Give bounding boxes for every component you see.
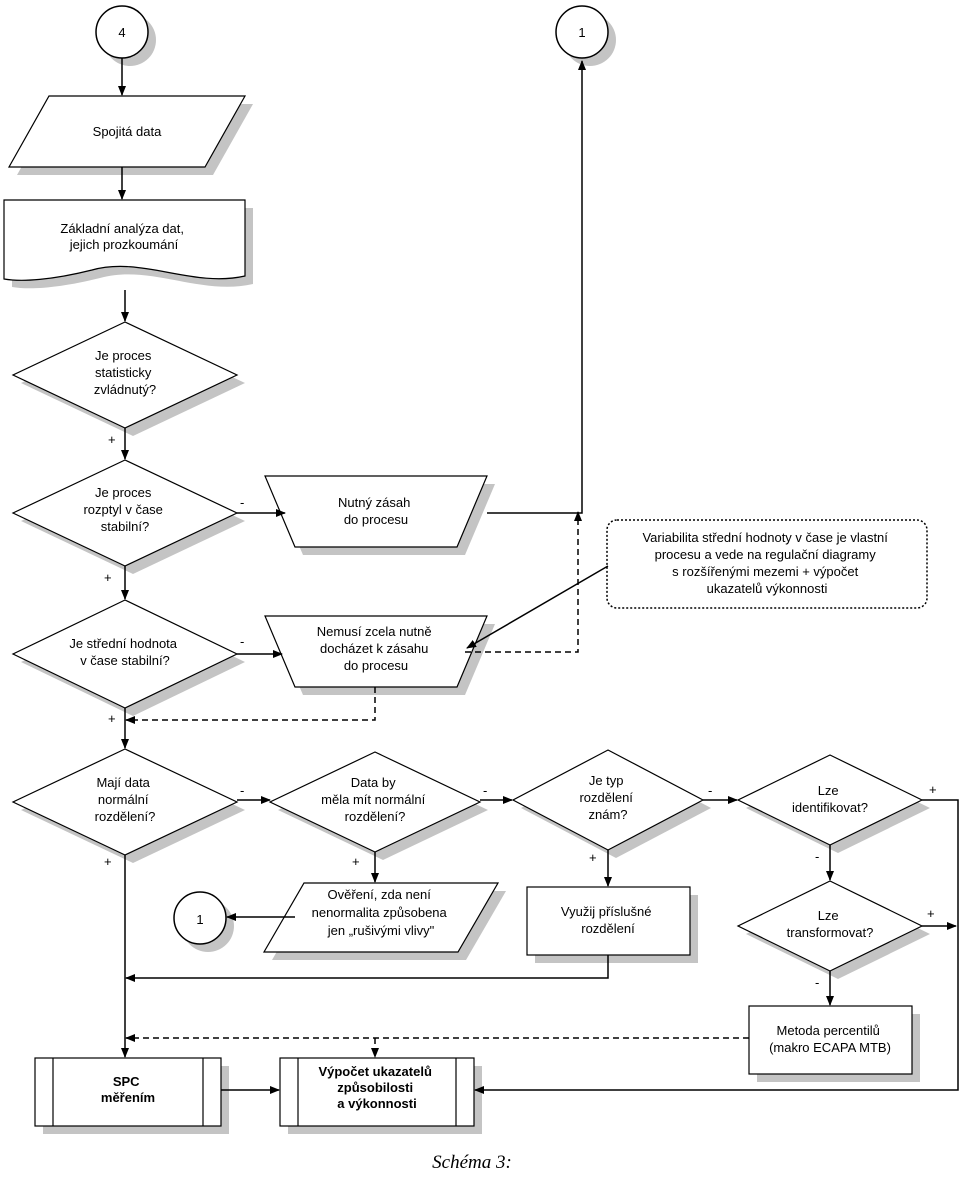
note-variabilita-shape <box>606 519 928 609</box>
node-overeni-shape <box>262 882 500 953</box>
minus-sign: - <box>240 783 244 798</box>
node-nemusi-zasah-shape <box>264 615 488 688</box>
plus-sign: + <box>927 906 935 921</box>
plus-sign: + <box>352 854 360 869</box>
connector-label: 1 <box>578 25 585 40</box>
node-nutny-zasah-shape <box>264 475 488 548</box>
connector-label: 4 <box>118 25 125 40</box>
node-q-typ-znam-label: Je typ rozdělení znám? <box>579 773 636 822</box>
node-spc-shape <box>34 1057 222 1127</box>
plus-sign: + <box>589 850 597 865</box>
node-zakladni-analyza-shape <box>3 199 246 281</box>
node-c1-left: 1 <box>173 891 227 945</box>
node-q-stredni-label: Je střední hodnota v čase stabilní? <box>69 636 180 668</box>
branch-signs: + - + - + - - - + + + + - + - <box>104 432 937 990</box>
node-c1-top: 1 <box>555 5 609 59</box>
node-nemusi-zasah-label: Nemusí zcela nutně docházet k zásahu do … <box>317 624 436 673</box>
node-spojita-data-label: Spojitá data <box>93 124 162 139</box>
caption: Schéma 3: <box>432 1152 512 1173</box>
node-zakladni-analyza-label: Základní analýza dat, jejich prozkoumání <box>60 221 187 252</box>
node-spojita-data-shape <box>7 95 247 168</box>
node-q-zvladnuty-label: Je proces statisticky zvládnutý? <box>94 348 156 397</box>
plus-sign: + <box>108 432 116 447</box>
node-metoda-percentilu-shape <box>748 1005 913 1075</box>
minus-sign: - <box>240 634 244 649</box>
node-c4: 4 <box>95 5 149 59</box>
plus-sign: + <box>108 711 116 726</box>
plus-sign: + <box>929 782 937 797</box>
node-nutny-zasah-label: Nutný zásah do procesu <box>338 495 414 527</box>
node-vypocet-shape <box>279 1057 475 1127</box>
plus-sign: + <box>104 854 112 869</box>
connector-label: 1 <box>196 912 203 927</box>
node-overeni-label: Ověření, zda není nenormalita způsobena … <box>312 887 451 938</box>
minus-sign: - <box>815 975 819 990</box>
node-metoda-percentilu-label: Metoda percentilů (makro ECAPA MTB) <box>769 1023 891 1055</box>
node-q-identifikovat-label: Lze identifikovat? <box>792 783 868 815</box>
node-spc-label: SPC měřením <box>101 1074 155 1105</box>
minus-sign: - <box>708 783 712 798</box>
node-vyuzij-shape <box>526 886 691 956</box>
node-vypocet-label: Výpočet ukazatelů způsobilosti a výkonno… <box>318 1064 435 1111</box>
dashed-flow-lines <box>125 511 749 1058</box>
node-q-mela-normalni-label: Data by měla mít normální rozdělení? <box>321 775 429 824</box>
node-labels: Spojitá data Základní analýza dat, jejic… <box>60 124 891 1111</box>
minus-sign: - <box>240 495 244 510</box>
minus-sign: - <box>815 849 819 864</box>
plus-sign: + <box>104 570 112 585</box>
node-q-normalni-label: Mají data normální rozdělení? <box>95 775 156 824</box>
flow-lines <box>118 58 959 1094</box>
node-vyuzij-label: Využij příslušné rozdělení <box>561 904 655 936</box>
minus-sign: - <box>483 783 487 798</box>
node-q-rozptyl-label: Je proces rozptyl v čase stabilní? <box>83 485 166 534</box>
note-variabilita-label: Variabilita střední hodnoty v čase je vl… <box>642 530 891 596</box>
node-q-transformovat-label: Lze transformovat? <box>787 908 874 940</box>
